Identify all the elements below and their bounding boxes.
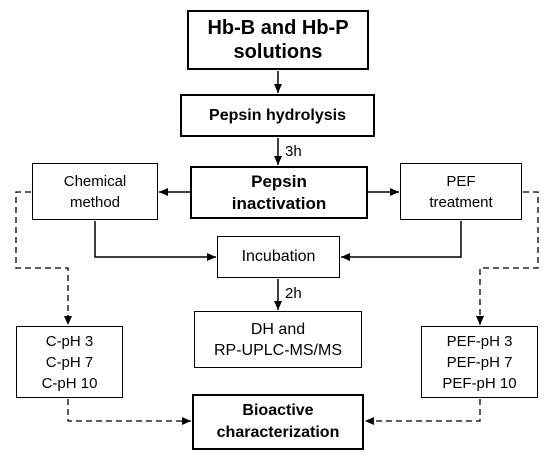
pepsin-inactivation-box: Pepsin inactivation	[190, 166, 368, 219]
pef-treatment-line-2: treatment	[429, 193, 493, 211]
dashed-c-ph-to-bioactive	[67, 399, 191, 425]
bioactive-characterization-box: Bioactive characterization	[192, 394, 364, 450]
dashed-pef-ph-to-bioactive	[365, 399, 481, 425]
incubation-label: Incubation	[241, 248, 316, 265]
arrow-pef-to-incubation	[341, 221, 462, 261]
dashed-pef-to-pef-ph	[476, 191, 539, 325]
c-ph-7: C-pH 7	[45, 353, 94, 371]
bioactive-line-1: Bioactive	[242, 402, 314, 419]
dashed-chemical-to-c-ph	[15, 191, 72, 325]
pepsin-hydrolysis-label: Pepsin hydrolysis	[209, 106, 346, 124]
chemical-method-box: Chemical method	[32, 163, 158, 220]
pef-ph-samples-box: PEF-pH 3 PEF-pH 7 PEF-pH 10	[421, 326, 538, 398]
pef-ph-10: PEF-pH 10	[442, 374, 517, 392]
pepsin-inactivation-line-1: Pepsin	[251, 171, 307, 191]
arrow-chemical-to-incubation	[94, 221, 216, 261]
pepsin-hydrolysis-box: Pepsin hydrolysis	[180, 94, 375, 137]
chemical-method-line-2: method	[69, 193, 121, 211]
pef-treatment-box: PEF treatment	[400, 163, 522, 220]
hb-solutions-box: Hb-B and Hb-P solutions	[187, 10, 369, 70]
pef-ph-7: PEF-pH 7	[446, 353, 513, 371]
pef-treatment-line-1: PEF	[446, 172, 476, 190]
pef-ph-3: PEF-pH 3	[446, 332, 513, 350]
c-ph-3: C-pH 3	[45, 332, 94, 350]
pepsin-inactivation-line-2: inactivation	[231, 193, 327, 213]
c-ph-samples-box: C-pH 3 C-pH 7 C-pH 10	[16, 326, 123, 398]
c-ph-10: C-pH 10	[41, 374, 98, 392]
dh-analysis-line-1: DH and	[250, 320, 306, 338]
hb-solutions-line-2: solutions	[233, 41, 323, 63]
incubation-box: Incubation	[217, 236, 340, 278]
hydrolysis-time-label: 3h	[285, 143, 302, 160]
dh-analysis-line-2: RP-UPLC-MS/MS	[213, 341, 342, 359]
bioactive-line-2: characterization	[216, 424, 340, 441]
chemical-method-line-1: Chemical	[63, 172, 127, 190]
dh-analysis-box: DH and RP-UPLC-MS/MS	[194, 311, 362, 368]
incubation-time-label: 2h	[285, 285, 302, 302]
hb-solutions-line-1: Hb-B and Hb-P	[207, 17, 349, 39]
